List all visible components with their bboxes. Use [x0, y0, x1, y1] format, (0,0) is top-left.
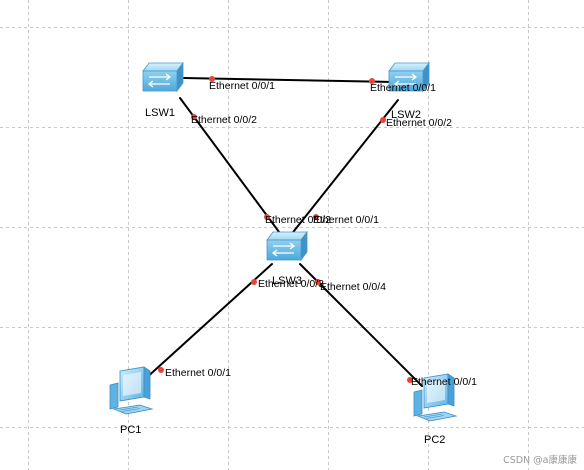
- link-lsw1-lsw3[interactable]: [179, 97, 283, 237]
- pc-icon[interactable]: [109, 366, 153, 415]
- port-dot: [191, 114, 197, 120]
- device-name-pc2: PC2: [424, 434, 445, 446]
- port-dot: [251, 279, 257, 285]
- switch-icon[interactable]: [142, 62, 184, 92]
- links: [143, 77, 423, 387]
- port-dot: [315, 279, 321, 285]
- port-label-pc2-e1: Ethernet 0/0/1: [411, 376, 477, 388]
- port-dots: [158, 76, 413, 383]
- port-dot: [407, 377, 413, 383]
- port-dot: [380, 117, 386, 123]
- link-lsw1-lsw2[interactable]: [183, 77, 393, 83]
- switch-icon[interactable]: [266, 231, 308, 261]
- port-label-lsw2-e2: Ethernet 0/0/2: [386, 117, 452, 129]
- port-label-pc1-e1: Ethernet 0/0/1: [165, 367, 231, 379]
- device-name-lsw3: LSW3: [272, 275, 302, 287]
- port-label-lsw3-e4: Ethernet 0/0/4: [320, 281, 386, 293]
- port-label-lsw3-e1: Ethernet 0/0/1: [313, 214, 379, 226]
- device-name-pc1: PC1: [120, 424, 141, 436]
- port-label-lsw2-e1: Ethernet 0/0/1: [370, 82, 436, 94]
- link-lsw3-pc1[interactable]: [143, 263, 273, 381]
- link-lsw3-pc2[interactable]: [299, 263, 423, 387]
- port-label-lsw3-e3: Ethernet 0/0/3: [258, 278, 324, 290]
- port-label-lsw1-e1: Ethernet 0/0/1: [209, 80, 275, 92]
- watermark: CSDN @a康康康: [503, 454, 577, 466]
- device-name-lsw1: LSW1: [145, 107, 175, 119]
- port-dot: [369, 78, 375, 84]
- device-name-lsw2: LSW2: [391, 109, 421, 121]
- port-dot: [264, 214, 270, 220]
- port-dot: [209, 76, 215, 82]
- port-dot: [313, 214, 319, 220]
- port-dot: [158, 367, 164, 373]
- port-label-lsw1-e2: Ethernet 0/0/2: [191, 114, 257, 126]
- port-label-lsw3-e2: Ethernet 0/0/2: [265, 214, 331, 226]
- link-lsw2-lsw3[interactable]: [289, 99, 399, 237]
